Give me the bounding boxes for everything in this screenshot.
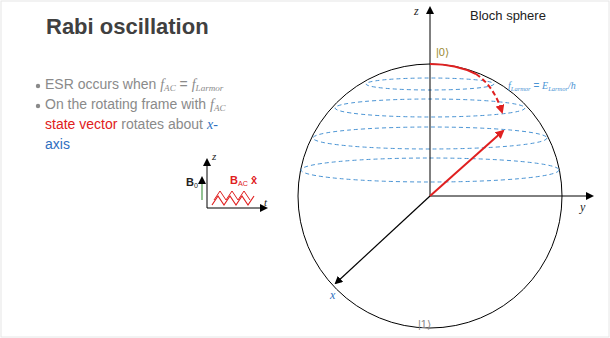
state-label: |1⟩ bbox=[418, 318, 431, 330]
bullet-text-line: On the rotating frame with fAC bbox=[45, 96, 226, 114]
axis-label: y bbox=[580, 200, 585, 214]
field-label: 0 bbox=[194, 182, 198, 190]
field-label: x̂ bbox=[251, 174, 257, 186]
bullet-text: AC bbox=[164, 83, 176, 93]
state-label: |0⟩ bbox=[436, 46, 449, 58]
axis-label: z bbox=[212, 150, 216, 162]
bullet-text: f bbox=[210, 97, 214, 112]
axis-label: x bbox=[330, 288, 335, 302]
bullet-text: f bbox=[192, 77, 196, 92]
slide-title: Rabi oscillation bbox=[46, 14, 209, 40]
bullet-text-line: state vectorrotates about x- bbox=[45, 116, 218, 134]
bullet-text: On the rotating frame with bbox=[45, 96, 206, 112]
frequency-label-line: fLarmor=ELarmor/h bbox=[508, 80, 576, 92]
sphere-title-line: Bloch sphere bbox=[470, 8, 546, 24]
bullet-text-line: ESR occurs whenfAC=fLarmor bbox=[45, 76, 223, 94]
bullet-text: ESR occurs when bbox=[45, 76, 156, 92]
bullet-text: axis bbox=[45, 136, 70, 152]
bullet-text: x- bbox=[207, 117, 218, 132]
axis-label-line: y bbox=[580, 200, 585, 214]
bullet-text-line: axis bbox=[45, 136, 70, 153]
field-label: B bbox=[186, 176, 194, 188]
bullet-text: rotates about bbox=[121, 116, 203, 132]
bullet-text: = bbox=[180, 76, 188, 92]
frequency-label: f bbox=[508, 80, 511, 91]
bullet-text: AC bbox=[214, 103, 226, 113]
bullet-text: state vector bbox=[45, 116, 117, 132]
bullet-text: Larmor bbox=[196, 83, 224, 93]
field-label-line: BACx̂ bbox=[230, 174, 257, 188]
field-label: AC bbox=[238, 180, 248, 188]
axis-label-line: t bbox=[264, 196, 267, 209]
field-label: B bbox=[230, 174, 238, 186]
state-label-line: |1⟩ bbox=[418, 318, 431, 331]
frequency-label: = bbox=[533, 80, 539, 91]
axis-label: z bbox=[414, 4, 419, 18]
bullet-text: f bbox=[160, 77, 164, 92]
axis-label-line: x bbox=[330, 288, 335, 302]
axis-label: t bbox=[264, 196, 267, 208]
field-sketch bbox=[202, 160, 266, 208]
field-label-line: B0 bbox=[186, 176, 198, 190]
frequency-label: Larmor bbox=[548, 85, 568, 92]
state-label-line: |0⟩ bbox=[436, 46, 449, 59]
frequency-label: Larmor bbox=[511, 85, 531, 92]
bloch-sphere bbox=[298, 8, 592, 328]
frequency-label: /h bbox=[568, 80, 576, 91]
axis-label-line: z bbox=[414, 4, 419, 18]
frequency-label: E bbox=[542, 80, 548, 91]
bullet-dots bbox=[36, 84, 40, 108]
axis-label-line: z bbox=[212, 150, 216, 163]
sphere-title: Bloch sphere bbox=[470, 8, 546, 23]
